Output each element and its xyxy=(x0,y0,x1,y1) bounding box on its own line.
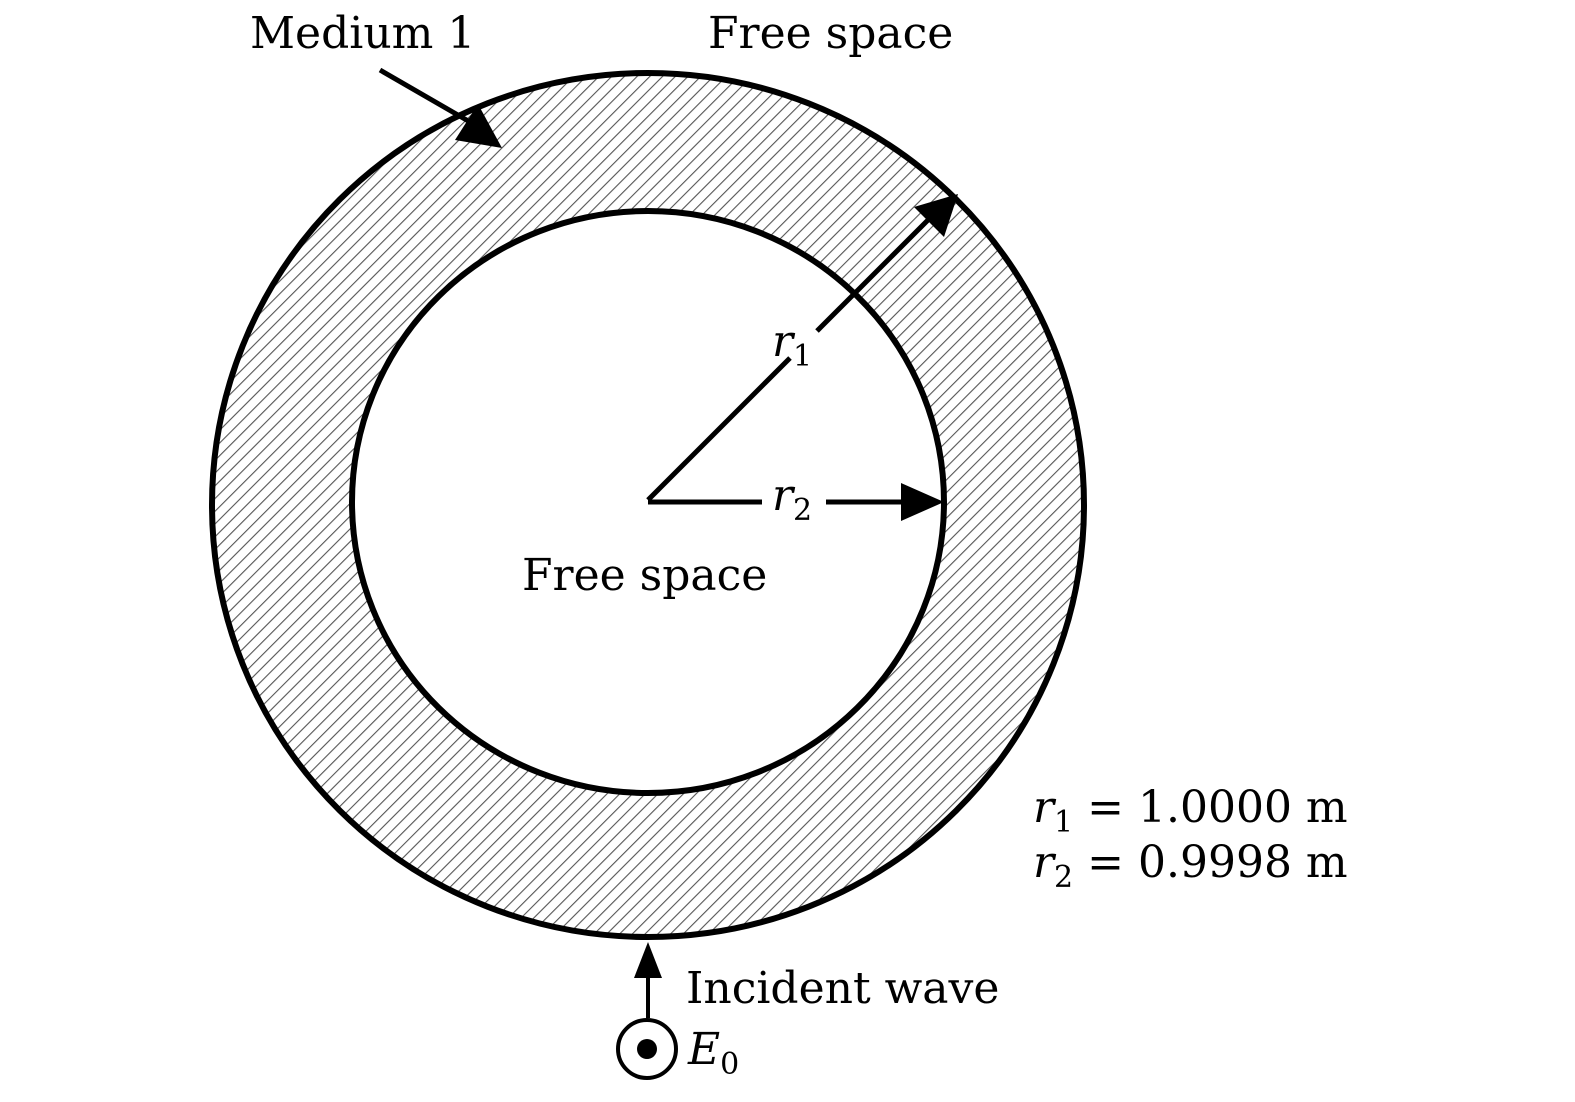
incident-wave-arrow xyxy=(634,942,662,1018)
r2-symbol: r2 xyxy=(772,470,812,528)
r2-radius-arrow xyxy=(648,483,944,521)
medium-label: Medium 1 xyxy=(250,8,475,59)
field-out-of-page-icon xyxy=(616,1018,678,1080)
outer-boundary-circle xyxy=(209,70,1087,940)
e0-symbol: E0 xyxy=(687,1024,739,1082)
r1-symbol: r1 xyxy=(772,316,812,374)
medium-pointer-arrow xyxy=(378,67,502,148)
r1-radius-arrow xyxy=(646,194,958,502)
r2-value-text: r2 = 0.9998 m xyxy=(1033,837,1348,895)
free-space-outer-label: Free space xyxy=(708,8,953,59)
incident-wave-label: Incident wave xyxy=(686,963,999,1014)
free-space-inner-label: Free space xyxy=(522,550,767,601)
r1-value-text: r1 = 1.0000 m xyxy=(1033,782,1348,840)
